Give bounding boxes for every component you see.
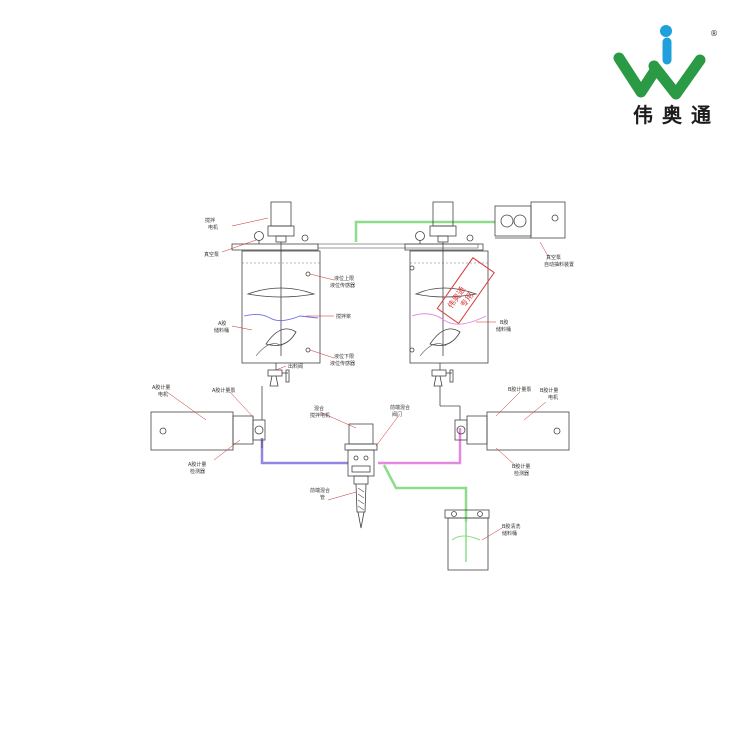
registered-mark: ® [710,29,718,38]
label-mixer-motor-1: 混合 [314,405,324,412]
label-mix-valve-1: 前端混合 [390,404,410,411]
vacuum-pump-b [494,201,566,239]
label-mixing-tube-2: 管 [320,494,325,501]
label-meter-a-2: 检测器 [190,468,205,475]
brand-name: 伟奥通 [633,103,711,127]
label-motor-meter-b-2: 电机 [548,394,558,401]
label-vacuum-pump-b-1: 真空泵 [546,254,561,261]
label-tank-a-2: 储料桶 [214,327,229,334]
label-mixing-tube-1: 前端混合 [310,487,330,494]
mixing-head [344,423,378,529]
metering-pump-b [439,386,570,451]
label-motor-meter-a-2: 电机 [158,391,168,398]
label-mix-valve-2: 阀门 [392,411,402,418]
tank-b-assembly [404,201,489,387]
label-level-upper-a-2: 液位传感器 [330,282,355,289]
pipe-b-pink [378,428,462,465]
label-meter-a-1: A胶计量 [188,461,206,468]
label-pump-a: A胶计量泵 [212,387,235,394]
red-stamp: 伟奥通 专用 [436,257,495,325]
label-motor-a-2: 电机 [208,224,218,231]
label-meter-b-2: 检测器 [514,470,529,477]
cleaning-tank [444,509,490,571]
logo-mark-icon [613,25,706,100]
pipe-clean-green [382,464,468,522]
pipe-vacuum-green [354,220,495,242]
label-meter-b-1: B胶计量 [512,463,530,470]
metering-pump-a [150,386,266,451]
label-motor-meter-b-1: B胶计量 [540,387,558,394]
label-mixer-motor-2: 搅拌电机 [310,412,330,419]
label-agitator-a: 搅拌桨 [336,313,351,320]
label-vacuum-pump-b-2: 自动抽料装置 [544,261,574,268]
label-valve-a: 出料阀 [288,363,303,370]
pipe-a-purple [260,438,348,465]
tank-a-assembly [231,201,479,387]
label-motor-meter-a-1: A胶计量 [152,384,170,391]
label-level-lower-a-2: 液位传感器 [330,360,355,367]
label-level-lower-a-1: 液位下限 [334,353,354,360]
brand-logo: ® 伟奥通 [613,25,718,127]
leader-lines [166,217,549,541]
label-level-upper-a-1: 液位上限 [334,275,354,282]
label-vacuum-pump-a: 真空泵 [204,251,219,258]
label-clean-tank-2: 储料桶 [502,530,517,537]
pipes [260,220,495,522]
label-clean-tank-1: B胶清洗 [502,523,520,530]
labels: 搅拌 电机 真空泵 液位上限 液位传感器 搅拌桨 A胶 储料桶 液位下限 液位传… [152,217,574,537]
label-tank-b-1: B胶 [500,319,508,326]
label-tank-a-1: A胶 [218,320,226,327]
label-pump-b: B胶计量泵 [508,386,531,393]
label-motor-a-1: 搅拌 [205,217,215,224]
label-tank-b-2: 储料桶 [496,326,511,333]
